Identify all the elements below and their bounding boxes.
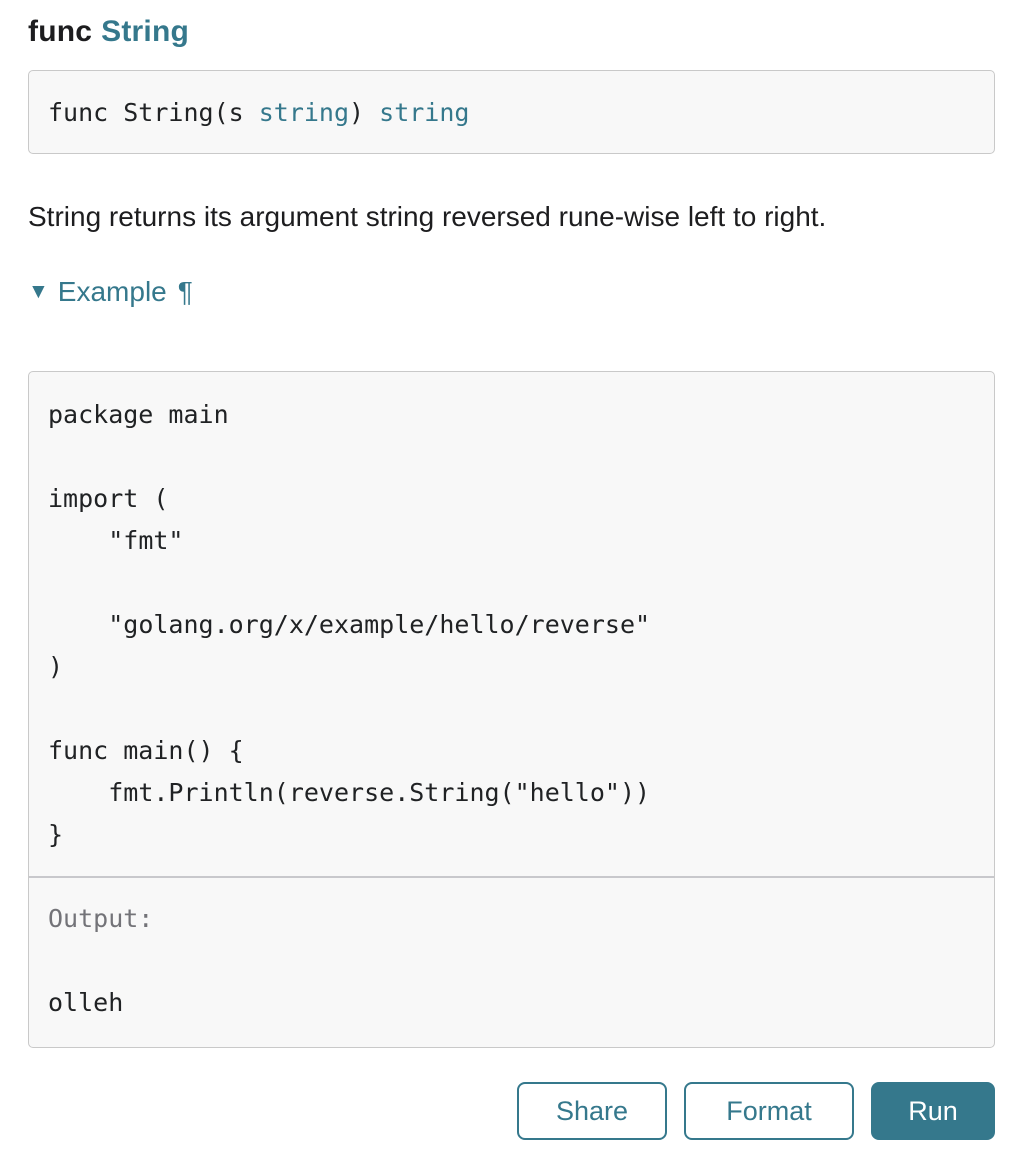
output-section: Output: olleh	[29, 876, 994, 1047]
func-keyword: func	[28, 15, 93, 48]
output-value: olleh	[48, 988, 124, 1017]
run-button[interactable]: Run	[871, 1082, 995, 1140]
example-toggle[interactable]: ▼ Example ¶	[28, 275, 995, 308]
output-label: Output:	[48, 904, 154, 933]
collapse-triangle-icon: ▼	[28, 280, 49, 303]
signature-text: )	[349, 97, 380, 127]
param-type-link[interactable]: string	[258, 97, 350, 127]
playground: package main import ( "fmt" "golang.org/…	[28, 371, 995, 1048]
function-name-link[interactable]: String	[101, 15, 190, 48]
anchor-pilcrow-icon[interactable]: ¶	[177, 275, 193, 307]
code-editor[interactable]: package main import ( "fmt" "golang.org/…	[48, 400, 651, 849]
playground-actions: Share Format Run	[28, 1082, 995, 1140]
signature-text: func String(s	[48, 97, 259, 127]
share-button[interactable]: Share	[517, 1082, 667, 1140]
format-button[interactable]: Format	[684, 1082, 854, 1140]
return-type-link[interactable]: string	[379, 97, 470, 127]
function-signature: func String(s string) string	[28, 70, 995, 154]
example-label: Example	[57, 275, 167, 307]
function-description: String returns its argument string rever…	[28, 201, 827, 232]
